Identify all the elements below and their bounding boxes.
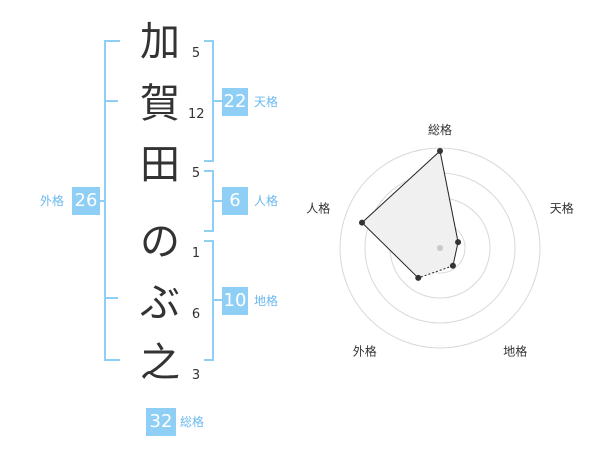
stroke-count-5: 6 (191, 307, 201, 322)
name-char-4: の (140, 219, 180, 265)
radar-edge-4 (361, 222, 419, 279)
chikaku-badge: 10 (222, 287, 248, 315)
stroke-count-6: 3 (191, 368, 201, 383)
tenkaku-connector (212, 100, 222, 102)
gaikaku-connector (100, 200, 106, 202)
jinkaku-connector (212, 200, 222, 202)
radar-points (359, 148, 462, 281)
chikaku-label: 地格 (254, 294, 279, 308)
name-char-1: 加 (140, 19, 180, 65)
jinkaku-badge: 6 (222, 187, 248, 215)
radar-axis-label-2: 天格 (550, 200, 574, 215)
gaikaku-tick-2 (104, 297, 118, 299)
gaikaku-label: 外格 (40, 194, 65, 208)
radar-axis-label-4: 外格 (353, 344, 377, 359)
radar-edge-1 (439, 150, 459, 243)
radar-point-1 (437, 148, 443, 154)
radar-point-5 (359, 219, 366, 226)
tenkaku-badge: 22 (222, 88, 248, 116)
radar-point-4 (415, 274, 422, 281)
gaikaku-tick-1 (104, 100, 118, 102)
radar-axis-label-5: 人格 (306, 200, 330, 215)
radar-axis-label-1: 総格 (428, 122, 452, 137)
gaikaku-badge: 26 (72, 187, 100, 215)
jinkaku-label: 人格 (254, 194, 279, 208)
gaikaku-bracket (104, 40, 120, 361)
radar-edge-5 (361, 150, 441, 224)
stroke-count-1: 5 (191, 46, 201, 61)
radar-center-dot (437, 245, 443, 251)
chikaku-connector (212, 299, 222, 301)
name-char-2: 賀 (140, 81, 180, 127)
stroke-count-4: 1 (191, 246, 201, 261)
stroke-count-2: 12 (188, 107, 205, 122)
radar-axis-label-3: 地格 (503, 344, 527, 359)
stroke-count-3: 5 (191, 166, 201, 181)
name-char-5: ぶ (140, 280, 180, 326)
tenkaku-label: 天格 (254, 95, 279, 109)
radar-edge-2 (452, 242, 459, 266)
soukaku-label: 総格 (180, 415, 205, 429)
radar-point-3 (449, 262, 456, 269)
name-char-3: 田 (140, 142, 180, 188)
soukaku-badge: 32 (146, 408, 176, 436)
radar-edges (361, 150, 459, 279)
name-char-6: 之 (140, 340, 180, 386)
radar-point-2 (455, 239, 462, 246)
